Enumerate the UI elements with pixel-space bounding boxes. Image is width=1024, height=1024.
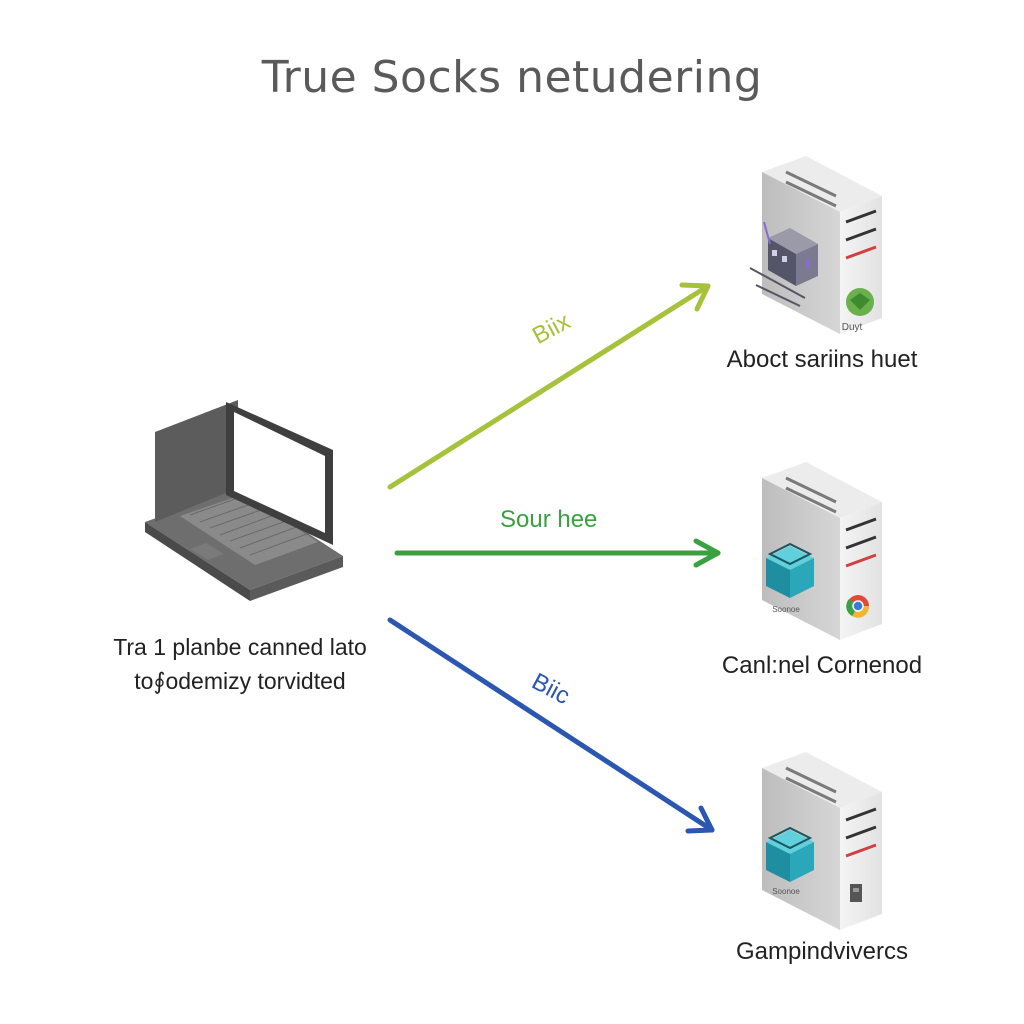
server-label-2: Canl:nel Cornenod <box>721 652 923 679</box>
server-label-1: Aboct sariins huet <box>726 346 918 373</box>
server-icon-3 <box>762 752 882 930</box>
server-3-badge-text: Soonoe <box>772 887 800 896</box>
server-1-badge-text: Duyt <box>842 322 863 333</box>
server-icon-1 <box>749 156 882 334</box>
client-label: Tra 1 planbe canned lato to∮odemizy torv… <box>80 630 400 698</box>
diagram-title: True Socks netudering <box>261 52 763 103</box>
server-2-badge-text: Soonoe <box>772 605 800 614</box>
arrow-bottom <box>387 617 715 834</box>
client-label-line-2: to∮odemizy torvidted <box>134 668 346 694</box>
arrow-label-middle: Sour hee <box>500 506 598 533</box>
server-label-3: Gampindvivercs <box>735 938 909 965</box>
laptop-icon <box>145 400 343 601</box>
arrow-top <box>387 282 711 490</box>
client-label-line-1: Tra 1 planbe canned lato <box>113 634 367 660</box>
arrow-middle <box>394 538 721 568</box>
server-icon-2 <box>762 462 882 640</box>
